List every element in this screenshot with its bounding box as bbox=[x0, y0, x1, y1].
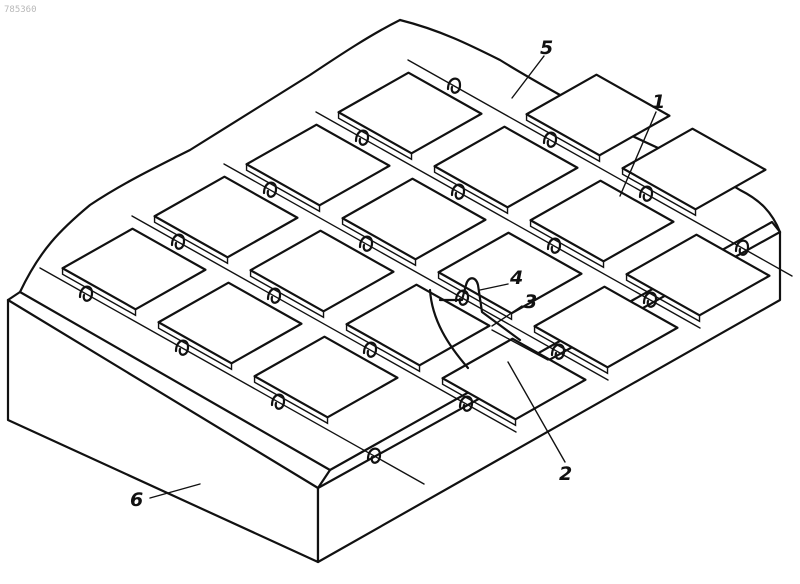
callout-3: 3 bbox=[524, 291, 537, 313]
callout-2: 2 bbox=[559, 463, 572, 485]
callout-6: 6 bbox=[130, 489, 143, 511]
callout-1: 1 bbox=[652, 91, 665, 113]
leader-5 bbox=[512, 56, 544, 98]
callout-5: 5 bbox=[540, 37, 553, 59]
tile-grid bbox=[63, 73, 770, 426]
corner-code: 785360 bbox=[4, 5, 37, 15]
callout-4: 4 bbox=[509, 267, 523, 289]
